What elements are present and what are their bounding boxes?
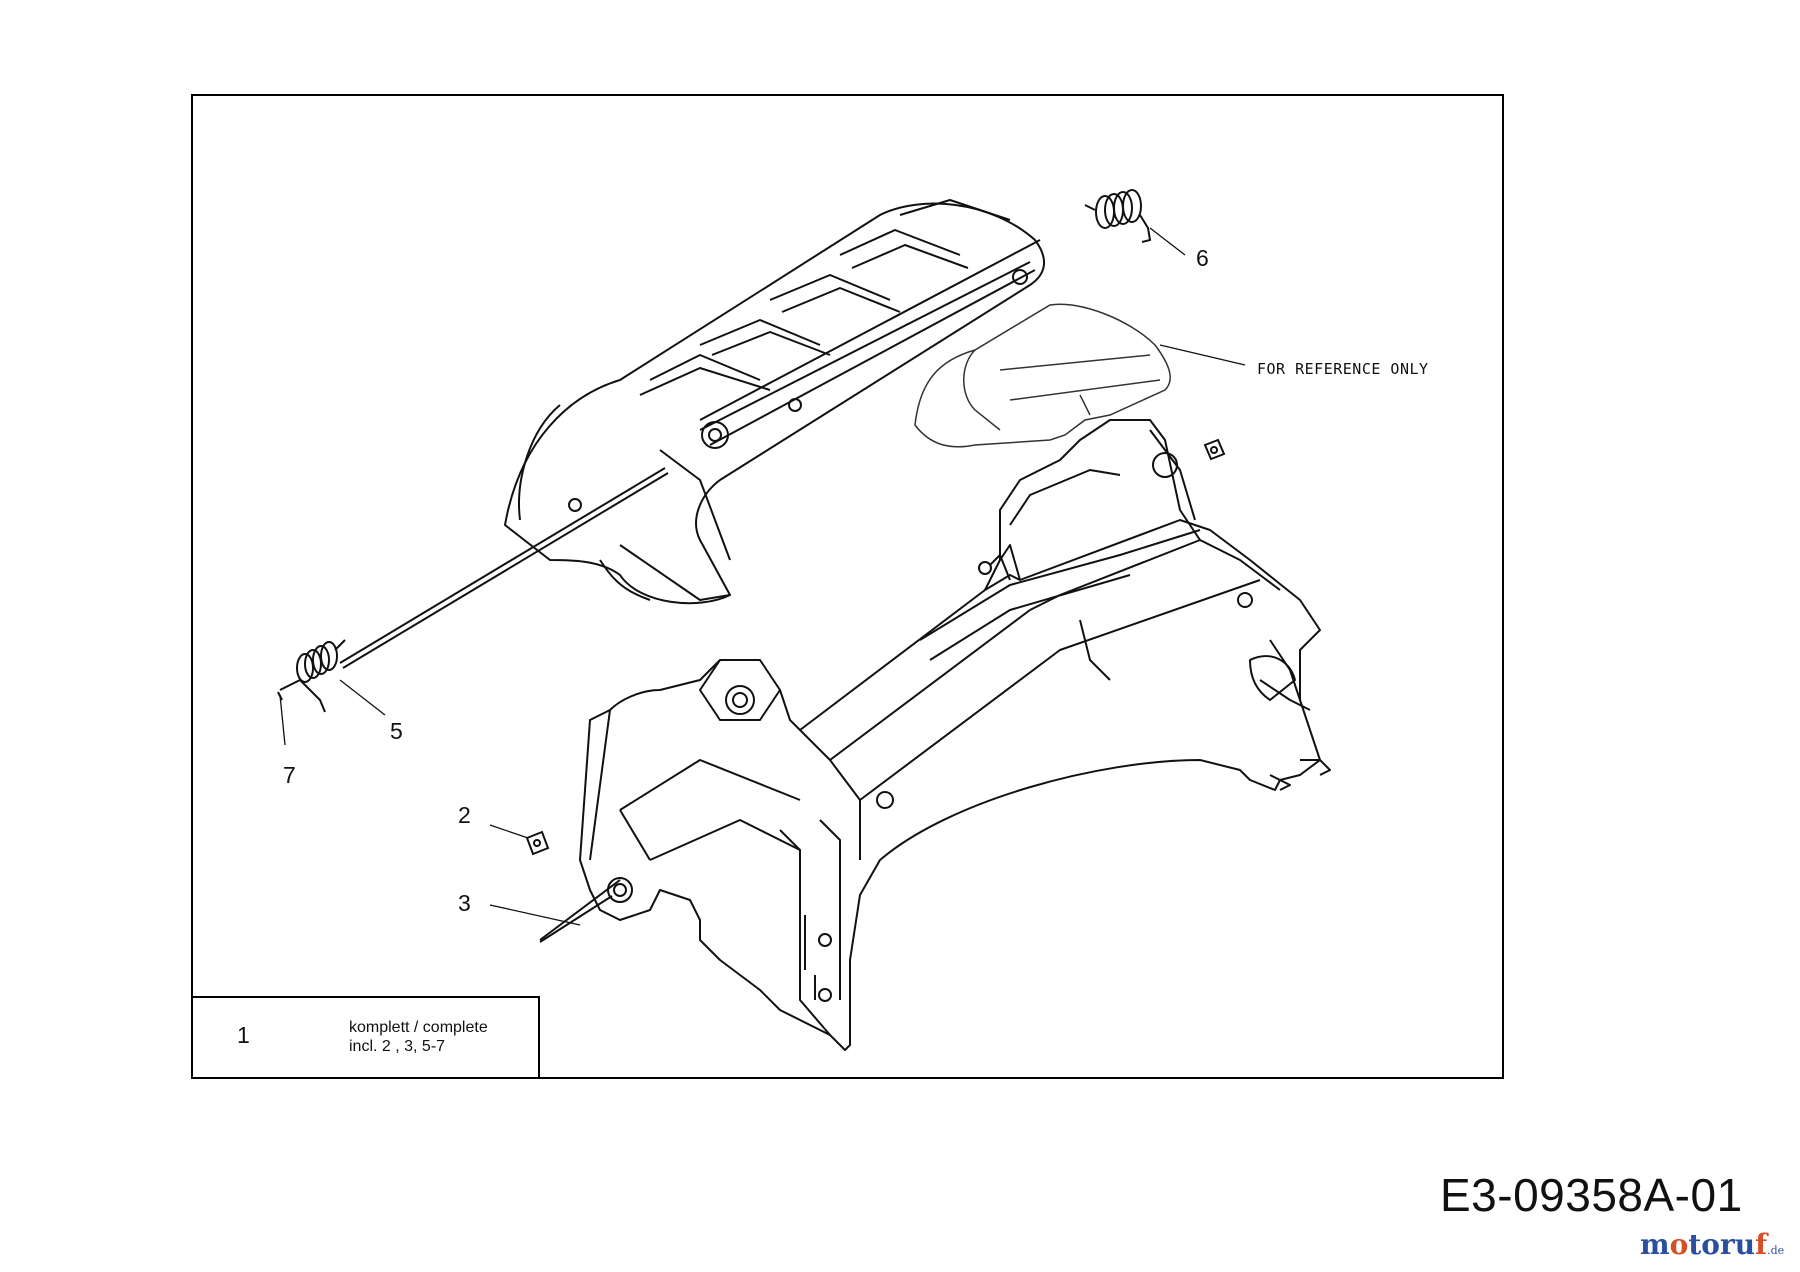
legend-description: komplett / complete incl. 2 , 3, 5-7 [349, 1018, 488, 1056]
callout-5: 5 [390, 718, 403, 744]
nut-spare [1203, 438, 1226, 461]
legend-line-2: incl. 2 , 3, 5-7 [349, 1038, 446, 1055]
lower-frame [539, 419, 1331, 1051]
watermark-brand: motoruf [1640, 1228, 1768, 1261]
axle-rod [339, 467, 669, 669]
legend-box [192, 996, 540, 1078]
spring-6 [1084, 189, 1152, 243]
legend-item-number: 1 [237, 1022, 250, 1048]
reference-note: FOR REFERENCE ONLY [1257, 360, 1429, 378]
legend-line-1: komplett / complete [349, 1019, 488, 1036]
spring-5 [277, 639, 346, 713]
watermark-logo: motoruf.de [1640, 1228, 1784, 1261]
watermark-suffix: .de [1767, 1244, 1785, 1257]
reference-cover [914, 303, 1171, 448]
upper-cover [504, 199, 1045, 605]
callout-7: 7 [283, 762, 296, 788]
callout-2: 2 [458, 802, 471, 828]
callout-6: 6 [1196, 245, 1209, 271]
diagram-frame [191, 94, 1504, 1079]
callout-3: 3 [458, 890, 471, 916]
diagram-id: E3-09358A-01 [1440, 1169, 1743, 1221]
nut-2 [525, 830, 550, 856]
leader-lines [279, 227, 1246, 926]
